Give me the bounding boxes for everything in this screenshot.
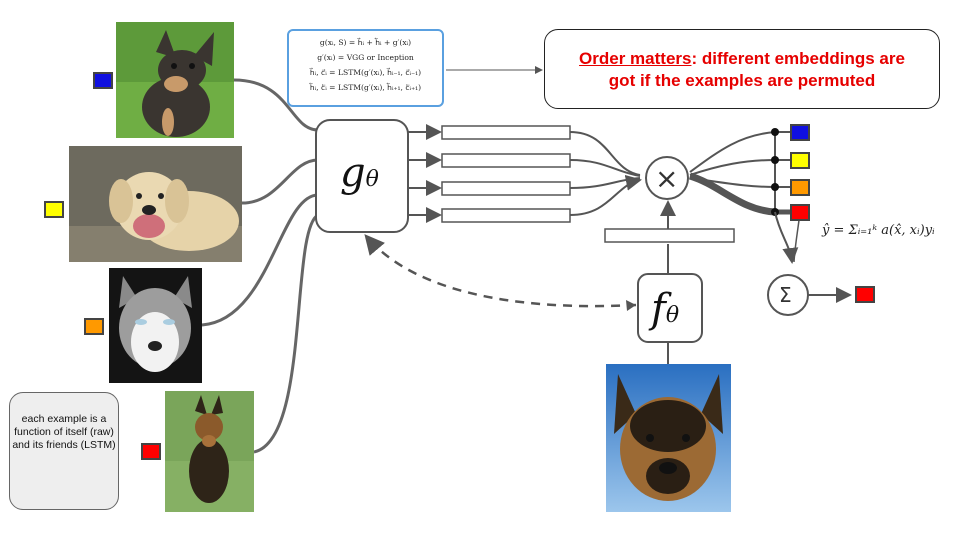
callout-highlight: Order matters bbox=[579, 49, 692, 68]
f-embedding-bar bbox=[604, 228, 735, 243]
callout-line2: got if the examples are permuted bbox=[608, 71, 876, 90]
label-square-red-output bbox=[790, 204, 810, 221]
attn-line-4-thick bbox=[688, 172, 776, 216]
multiply-node bbox=[645, 156, 689, 200]
label-square-orange-input bbox=[84, 318, 104, 335]
merge-line-1 bbox=[569, 131, 641, 176]
shared-weights-dashed-arrow bbox=[364, 234, 637, 308]
query-image-german-shepherd bbox=[606, 364, 731, 512]
multiply-symbol: × bbox=[655, 162, 679, 195]
shared-weights-dashed-arrow-head-start bbox=[626, 300, 636, 311]
input-line-1 bbox=[233, 78, 319, 132]
f-subscript: θ bbox=[665, 303, 680, 328]
g-theta-label: gθ bbox=[340, 150, 379, 196]
support-image-german-shepherd-small bbox=[165, 391, 254, 512]
attn-dot-2 bbox=[771, 156, 779, 164]
input-line-4 bbox=[253, 213, 319, 454]
embedding-bar-3 bbox=[441, 181, 571, 196]
attn-line-2 bbox=[689, 159, 776, 176]
embedding-bar-2 bbox=[441, 153, 571, 168]
to-sum-arrow bbox=[774, 211, 799, 264]
f-theta-box bbox=[637, 273, 703, 343]
callout-rest-line1: : different embeddings are bbox=[691, 49, 905, 68]
g-letter: g bbox=[340, 150, 366, 196]
prediction-formula: ŷ = Σᵢ₌₁ᵏ a(x̂, xᵢ)yᵢ bbox=[822, 223, 935, 238]
note-text: each example is a function of itself (ra… bbox=[12, 413, 116, 451]
attn-dot-3 bbox=[771, 183, 779, 191]
merge-line-2 bbox=[569, 159, 641, 177]
formula-line-4: h⃖ᵢ, c⃖ᵢ = LSTM(g′(xᵢ), h⃖ᵢ₊₁, c⃖ᵢ₊₁) bbox=[309, 83, 422, 92]
label-square-orange-output bbox=[790, 179, 810, 196]
embedding-bar-4 bbox=[441, 208, 571, 223]
attn-dot-1 bbox=[771, 128, 779, 136]
merge-line-4 bbox=[569, 174, 642, 216]
embedding-bar-1 bbox=[441, 125, 571, 140]
attn-line-1 bbox=[689, 131, 776, 173]
input-line-2 bbox=[241, 158, 319, 205]
label-square-blue-output bbox=[790, 124, 810, 141]
formula-line-3: h⃗ᵢ, c⃗ᵢ = LSTM(g′(xᵢ), h⃗ᵢ₋₁, c⃗ᵢ₋₁) bbox=[309, 68, 422, 77]
f-theta-label: fθ bbox=[651, 286, 679, 332]
label-square-red-input bbox=[141, 443, 161, 460]
input-line-3 bbox=[201, 193, 319, 327]
g-theta-box bbox=[315, 119, 409, 233]
label-square-yellow-input bbox=[44, 201, 64, 218]
formula-line-2: g′(xᵢ) = VGG or Inception bbox=[317, 53, 414, 62]
label-square-blue-input bbox=[93, 72, 113, 89]
formula-box: g(xᵢ, S) = h⃗ᵢ + h⃖ᵢ + g′(xᵢ) g′(xᵢ) = V… bbox=[287, 29, 444, 107]
lstm-note: each example is a function of itself (ra… bbox=[9, 392, 119, 510]
support-image-chihuahua bbox=[116, 22, 234, 138]
support-image-labrador bbox=[69, 146, 242, 262]
f-letter: f bbox=[651, 286, 666, 332]
label-square-yellow-output bbox=[790, 152, 810, 169]
formula-line-1: g(xᵢ, S) = h⃗ᵢ + h⃖ᵢ + g′(xᵢ) bbox=[319, 38, 412, 47]
order-matters-callout: Order matters: different embeddings are … bbox=[544, 29, 940, 109]
g-subscript: θ bbox=[365, 167, 379, 192]
sum-symbol: Σ bbox=[779, 283, 792, 307]
support-image-husky bbox=[109, 268, 202, 383]
label-square-red-prediction bbox=[855, 286, 875, 303]
